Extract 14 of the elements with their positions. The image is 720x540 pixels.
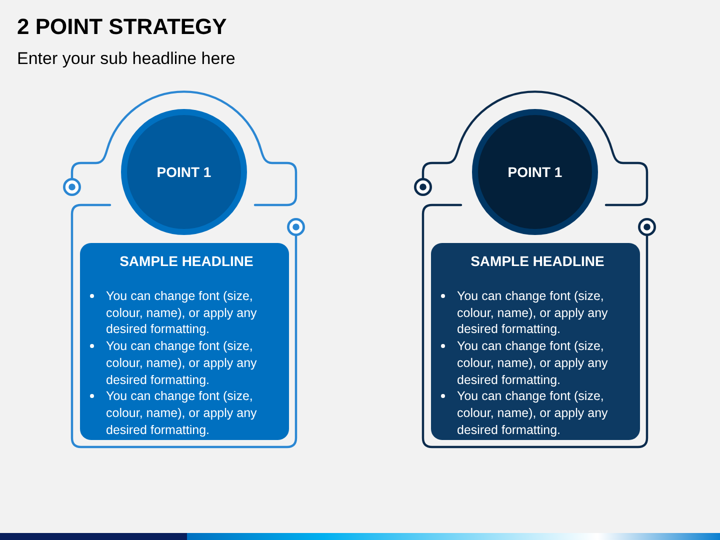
bullet-text: You can change font (size, colour, name), or apply any desired formatting. [106, 288, 258, 338]
content-card [80, 243, 289, 440]
content-card [431, 243, 640, 440]
slide-subtitle: Enter your sub headline here [17, 48, 236, 70]
slide-title: 2 POINT STRATEGY [17, 14, 227, 40]
circle-label: POINT 1 [508, 163, 562, 181]
circle-label: POINT 1 [156, 163, 212, 181]
card-headline: SAMPLE HEADLINE [118, 252, 254, 270]
bullet-text: You can change font (size, colour, name), or apply any desired formatting. [457, 338, 609, 388]
card-headline: SAMPLE HEADLINE [470, 252, 606, 270]
bullet-text: You can change font (size, colour, name), or apply any desired formatting. [106, 388, 258, 438]
bullet-text: You can change font (size, colour, name), or apply any desired formatting. [457, 288, 609, 338]
bullet-text: You can change font (size, colour, name), or apply any desired formatting. [457, 388, 609, 438]
bullet-text: You can change font (size, colour, name), or apply any desired formatting. [106, 338, 258, 388]
